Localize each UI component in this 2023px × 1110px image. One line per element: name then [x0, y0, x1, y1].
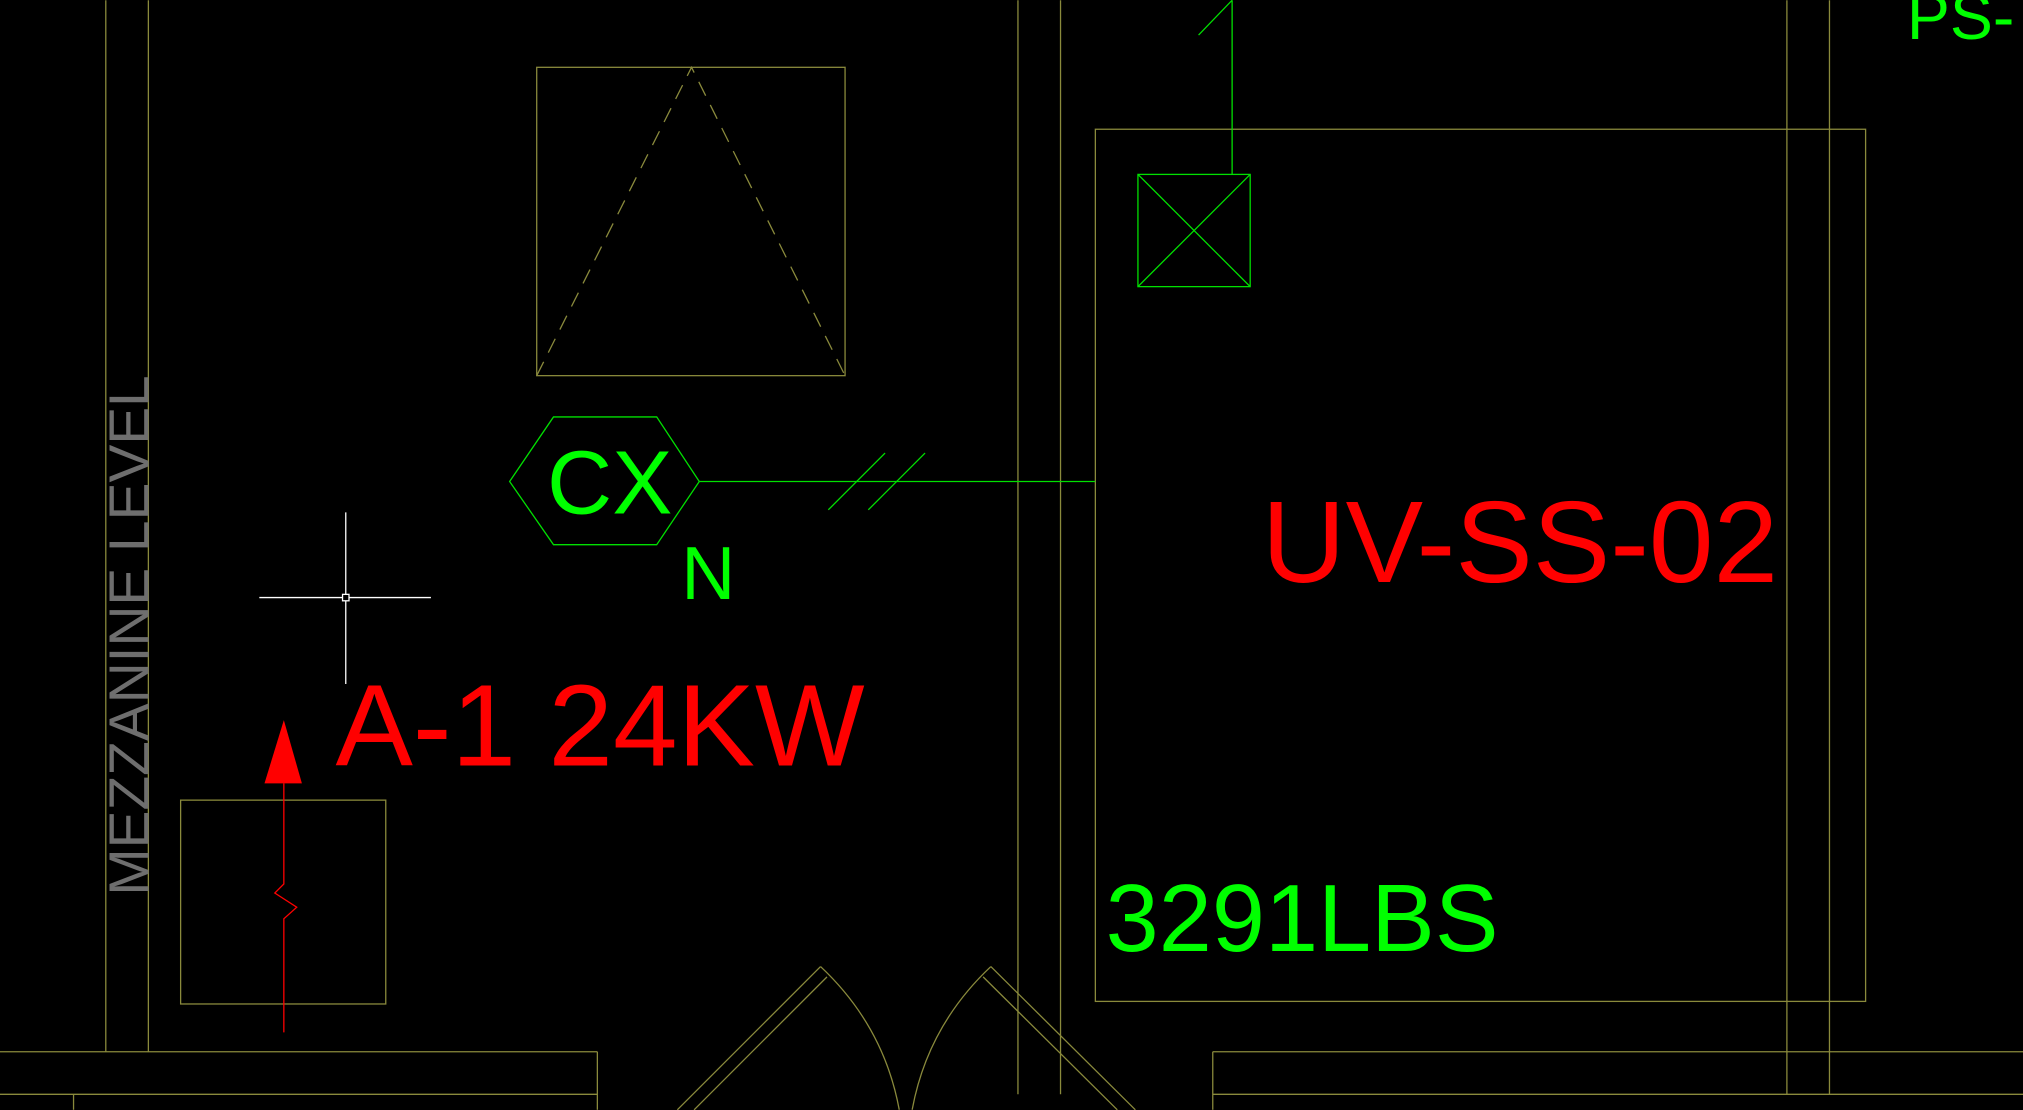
cx-label: CX — [547, 433, 672, 534]
cx-tag: CX N — [508, 416, 1096, 615]
unit-outline — [1094, 128, 1867, 1003]
a1-circuit-label: A-1 24KW — [335, 660, 865, 790]
ps-label: PS- — [1907, 0, 2015, 53]
weight-label: 3291LBS — [1106, 866, 1499, 972]
doors — [676, 966, 1136, 1110]
n-label: N — [681, 531, 735, 615]
unit-tag-label: UV-SS-02 — [1262, 477, 1778, 607]
breaker-panel — [179, 720, 387, 1033]
mezzanine-level-label: MEZZANINE LEVEL — [98, 375, 161, 895]
equipment-box-top — [536, 65, 846, 377]
arrow-up-icon — [264, 720, 302, 784]
junction-box-icon — [1137, 0, 1251, 288]
crosshair-cursor-icon — [259, 512, 431, 685]
